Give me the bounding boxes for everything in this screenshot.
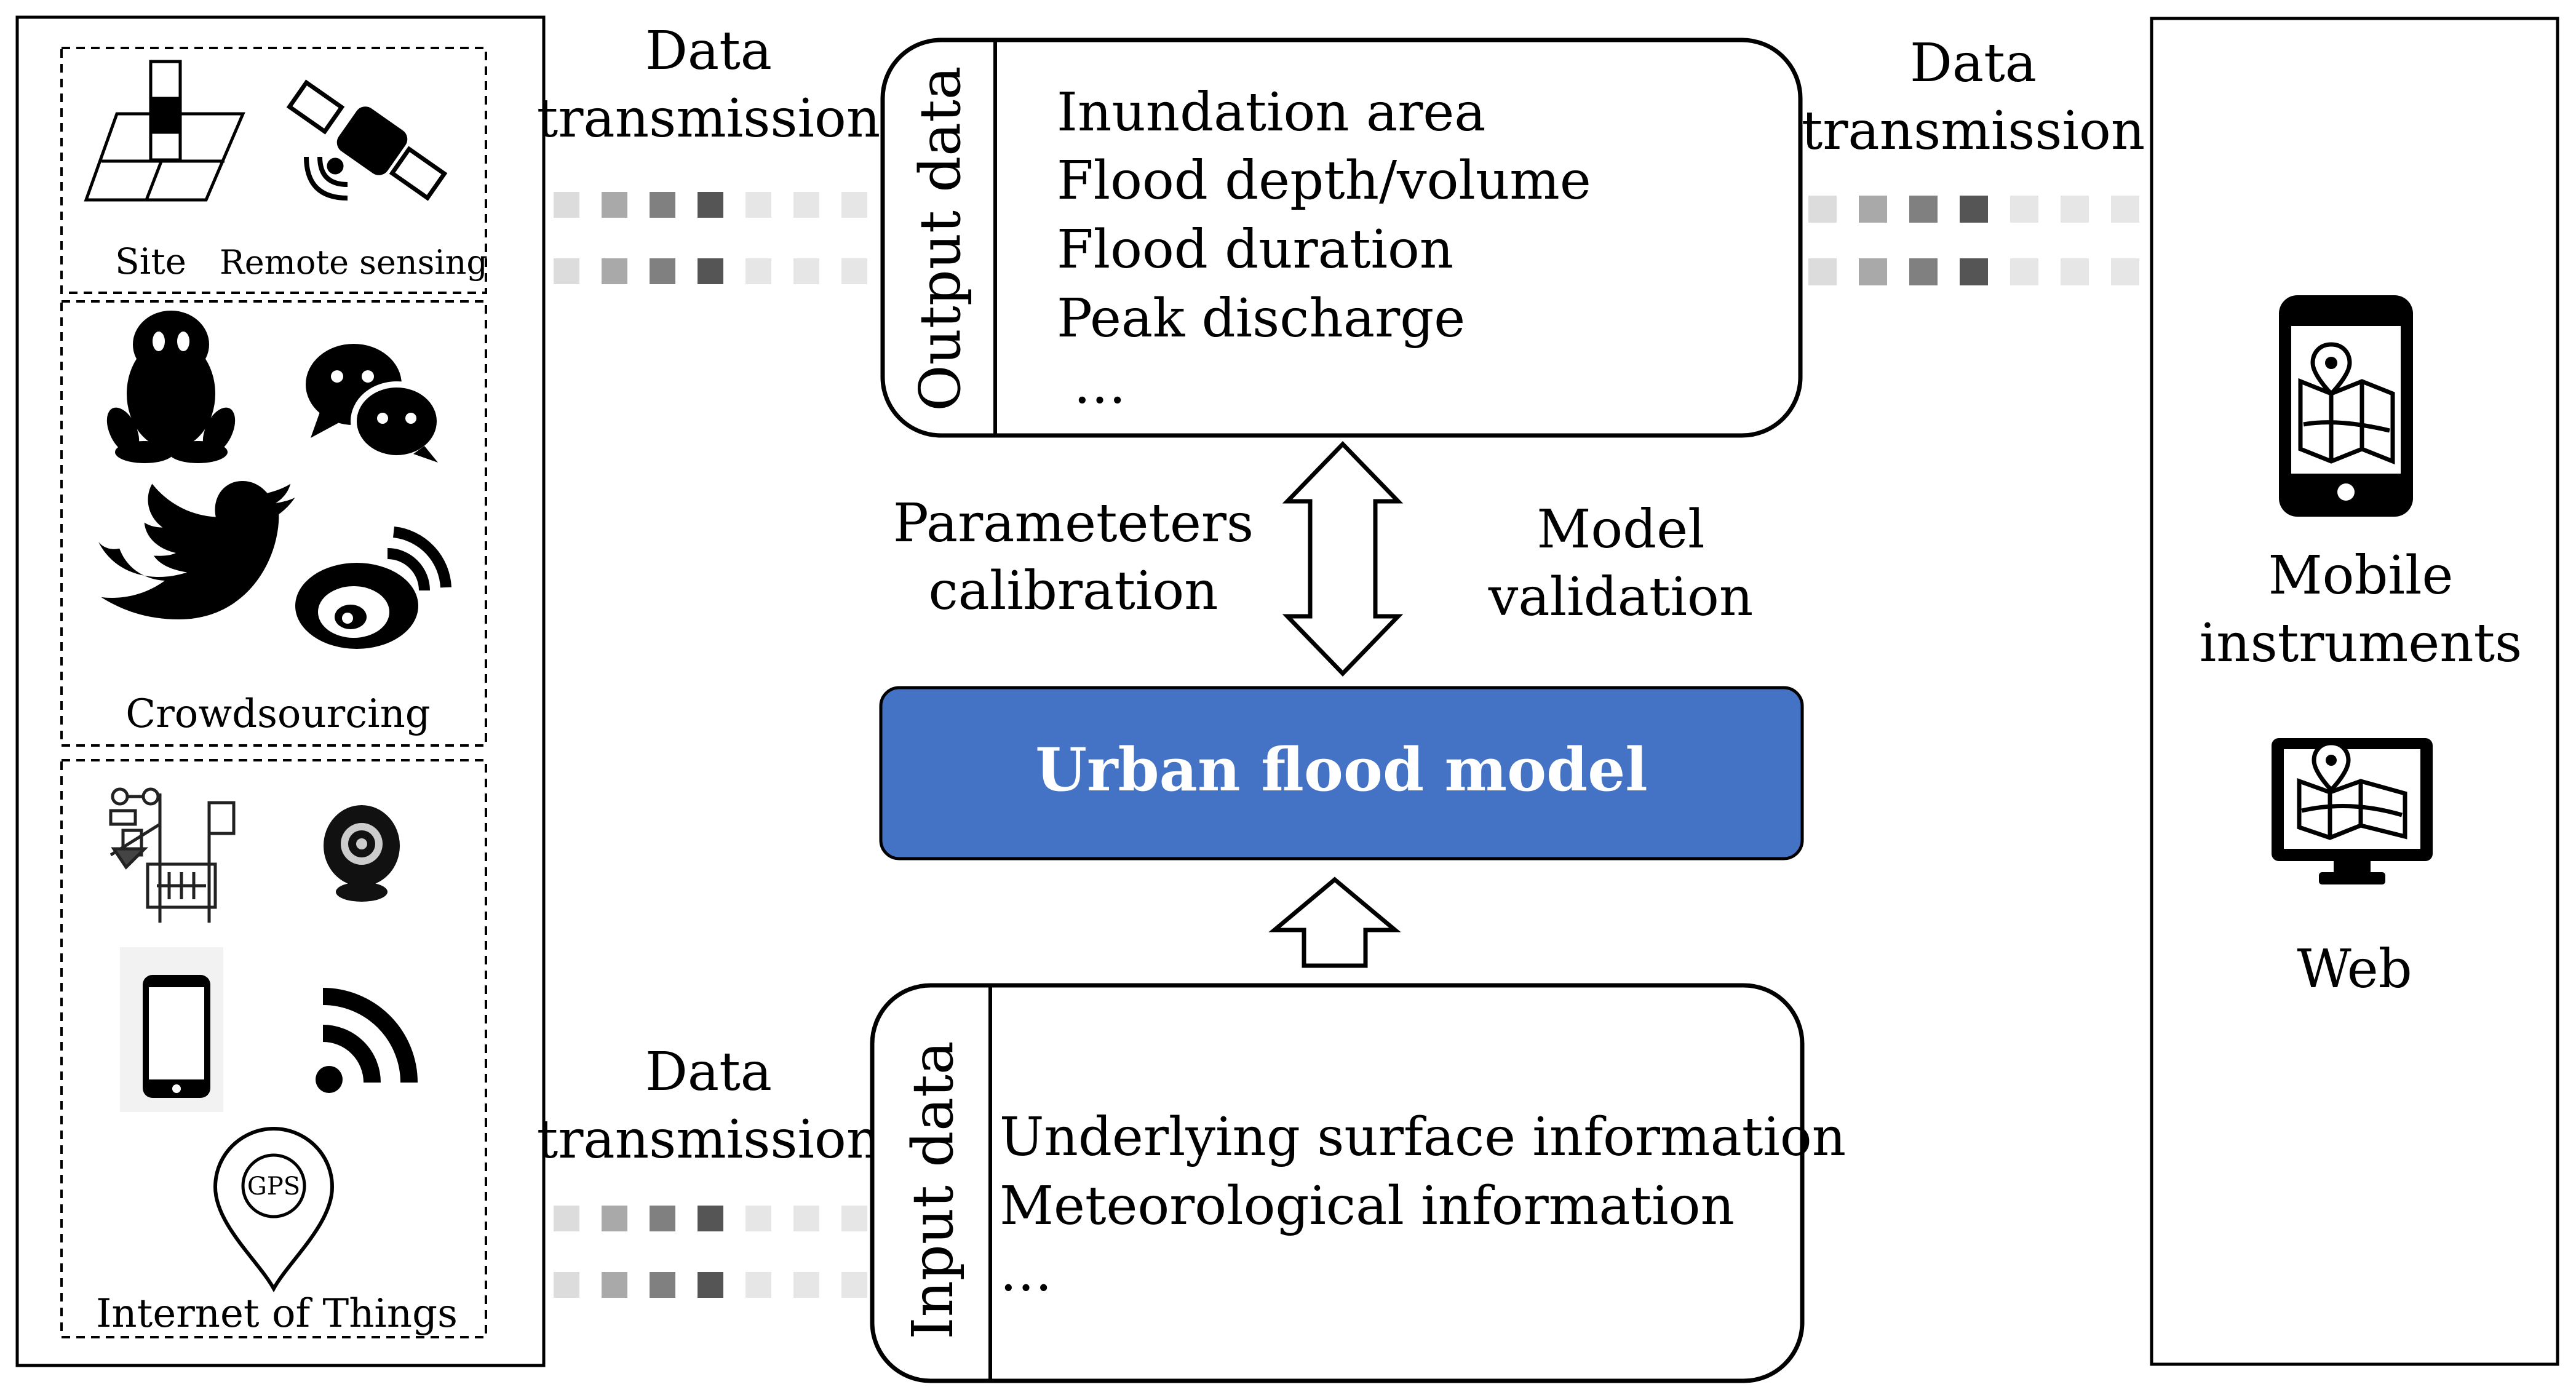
mobile-map-icon — [2279, 295, 2413, 517]
transmission-dashes — [1808, 196, 2139, 285]
right-panel: Mobile instruments Web — [2150, 17, 2559, 1366]
transmission-top-left-line2: transmission — [537, 88, 880, 149]
crowdsourcing-group — [60, 300, 487, 747]
gps-pin-icon: GPS — [213, 1126, 335, 1293]
input-item: Underlying surface information — [1000, 1107, 1846, 1168]
input-data-title: Input data — [900, 1041, 966, 1340]
input-item: … — [1000, 1242, 1052, 1303]
model-box-background — [879, 686, 1804, 860]
input-item: Meteorological information — [1000, 1175, 1735, 1237]
iot-label: Internet of Things — [96, 1291, 458, 1337]
monitor-map-icon — [2272, 738, 2433, 884]
transmission-top-right: Data transmission — [1802, 33, 2145, 285]
calibration-label-line1: Parameteters — [893, 493, 1254, 554]
webcam-icon — [324, 805, 400, 902]
output-item: Peak discharge — [1057, 288, 1465, 349]
crowdsourcing-label: Crowdsourcing — [125, 691, 431, 737]
weibo-icon — [295, 527, 451, 649]
input-data-box: Input data Underlying surface informatio… — [870, 983, 1846, 1383]
output-item: … — [1073, 354, 1126, 416]
transmission-top-left: Data transmission — [537, 20, 880, 284]
transmission-top-right-line1: Data — [1910, 33, 2037, 94]
output-item: Inundation area — [1057, 82, 1486, 143]
output-data-box: Output data Inundation area Flood depth/… — [880, 38, 1803, 438]
left-panel: Site Remote sensing — [15, 15, 546, 1367]
transmission-bottom-left-line2: transmission — [537, 1109, 880, 1170]
up-arrow — [1268, 876, 1401, 968]
signal-icon — [316, 988, 418, 1093]
validation-label-line2: validation — [1488, 566, 1753, 628]
satellite-icon — [286, 79, 448, 201]
mobile-label-line2: instruments — [2200, 613, 2522, 674]
calibration-label-line2: calibration — [928, 560, 1218, 622]
smartphone-icon — [120, 947, 223, 1112]
weather-station-icon — [109, 787, 236, 923]
site-gauge-icon — [84, 60, 245, 202]
output-item: Flood depth/volume — [1057, 150, 1591, 212]
output-data-title: Output data — [907, 66, 973, 411]
iot-group — [60, 759, 487, 1338]
observation-group — [60, 47, 487, 294]
mobile-label-line1: Mobile — [2268, 545, 2454, 606]
wechat-icon — [306, 344, 443, 463]
urban-flood-model-box: Urban flood model — [879, 686, 1804, 860]
transmission-dashes — [554, 1206, 867, 1298]
model-label: Urban flood model — [1035, 735, 1648, 805]
web-label: Web — [2297, 939, 2412, 1000]
double-arrow — [1282, 440, 1404, 677]
twitter-bird-icon — [98, 481, 295, 620]
site-label: Site — [115, 240, 186, 282]
remote-sensing-label: Remote sensing — [220, 243, 488, 282]
transmission-top-right-line2: transmission — [1802, 100, 2145, 162]
gps-text: GPS — [247, 1172, 300, 1201]
qq-penguin-icon — [106, 311, 236, 463]
validation-label-line1: Model — [1536, 499, 1704, 560]
transmission-top-left-line1: Data — [645, 20, 772, 82]
transmission-bottom-left-line1: Data — [645, 1041, 772, 1103]
transmission-dashes — [554, 192, 867, 284]
output-item: Flood duration — [1057, 219, 1453, 280]
transmission-bottom-left: Data transmission — [537, 1041, 880, 1298]
